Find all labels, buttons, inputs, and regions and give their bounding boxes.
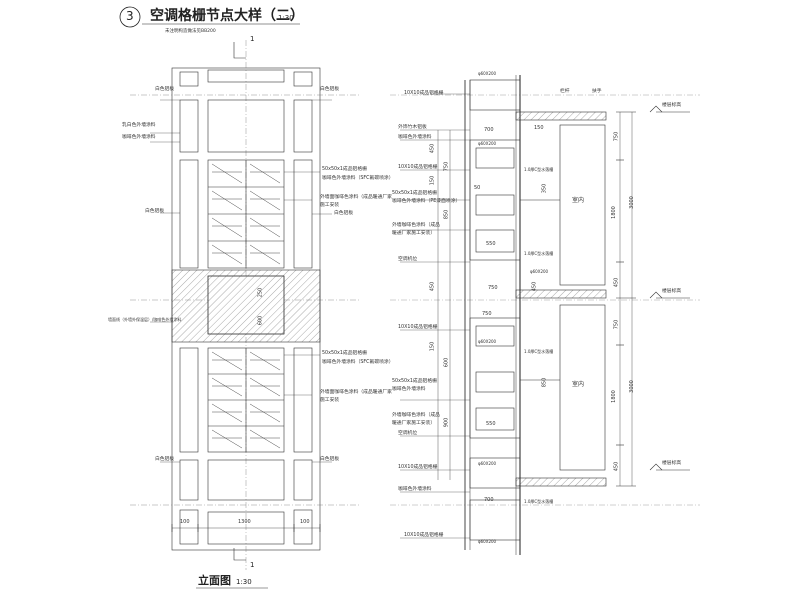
sec-dim-l450b: 450 — [429, 281, 436, 292]
sec-dim-l150b: 150 — [429, 341, 436, 352]
elev-label-right-top: 白色铝板 — [320, 87, 340, 92]
sec-dim-w550a: 550 — [486, 241, 496, 247]
elev-label-right-mid-b: 咖啡色外墙涂料（SFC氟碳喷涂） — [322, 176, 394, 181]
sec-dim-l850: 850 — [443, 209, 450, 220]
sec-label-low2: 咖啡色外墙涂料 — [392, 387, 426, 392]
sec-dim-w700b: 700 — [484, 497, 494, 503]
sec-label-drain3: 1.0厚C型水落槽 — [524, 349, 554, 354]
page-title: 空调格栅节点大样（二） — [150, 8, 304, 24]
sec-dim-w50: 50 — [474, 185, 481, 191]
elev-label-left-mid2: 咖啡色外墙涂料 — [122, 135, 156, 140]
sec-dim-l150a: 150 — [429, 175, 436, 186]
elev-label-right-mid-d2: 施工安装 — [320, 398, 340, 403]
elev-label-right-mid-b2: 咖啡色外墙涂料（SFC氟碳喷涂） — [322, 360, 394, 365]
sec-dim-h1800b: 1800 — [610, 390, 617, 403]
sec-label-pipe6: φ60X200 — [478, 539, 497, 544]
sec-label-mid2: 50x50x1成品铝格栅 — [392, 191, 437, 196]
elev-label-right-mid-c2: 外墙面咖啡色涂料（成品暖通厂家 — [320, 390, 392, 395]
sec-label-drain1: 1.0厚C型水落槽 — [524, 167, 554, 172]
sec-label-bottom1: 10X10成品铝格栅 — [404, 533, 444, 538]
sec-label-floor3: 楼层标高 — [662, 461, 682, 466]
sec-label-room2: 室内 — [572, 381, 585, 388]
sec-label-mid1: 10X10成品铝格栅 — [398, 165, 438, 170]
section-mark-bottom: 1 — [250, 561, 255, 569]
elev-label-left-band: 墙面线（外墙外保温层）/咖啡色外墙涂料 — [108, 317, 182, 322]
elev-dim-b: 600 — [257, 315, 264, 326]
sec-dim-h1800a: 1800 — [610, 206, 617, 219]
sec-dim-h750a: 750 — [613, 131, 620, 142]
elev-label-right-mid-d: 施工安装 — [320, 203, 340, 208]
sec-dim-r350: 350 — [541, 183, 548, 194]
sec-label-pipe2: φ60X200 — [478, 141, 497, 146]
sec-dim-h450b: 450 — [613, 461, 620, 472]
sec-dim-h3000a: 3000 — [628, 196, 635, 209]
elev-label-left-top: 白色铝板 — [155, 87, 175, 92]
title-number: 3 — [126, 9, 134, 23]
elev-dim-right: 100 — [300, 519, 310, 525]
sec-dim-w750a: 750 — [482, 311, 492, 317]
section-drawing — [390, 75, 700, 555]
sec-label-mid7: 10X10成品铝格栅 — [398, 325, 438, 330]
sec-label-low7: 咖啡色外墙涂料 — [398, 487, 432, 492]
sec-label-pipe3: φ60X200 — [530, 269, 549, 274]
sec-dim-l900: 900 — [443, 417, 450, 428]
sec-label-pipe1: φ60X200 — [478, 71, 497, 76]
sec-label-low4: 暖通厂家施工安装） — [392, 421, 436, 426]
sec-label-floor2: 楼层标高 — [662, 289, 682, 294]
elevation-drawing — [130, 40, 360, 589]
sec-label-low5: 空调机位 — [398, 431, 418, 436]
elev-dim-left: 100 — [180, 519, 190, 525]
elevation-label: 立面图 — [198, 574, 231, 587]
sec-dim-l600: 600 — [443, 357, 450, 368]
elev-label-right-mid-a2: 50x50x1成品铝格栅 — [322, 351, 367, 356]
sec-dim-r850: 850 — [541, 377, 548, 388]
title-subnote: 未注明构造做法见BB200 — [165, 29, 216, 34]
title-circle — [119, 6, 141, 28]
sec-dim-h3000b: 3000 — [628, 380, 635, 393]
sec-label-handrail: 扶手 — [592, 89, 602, 94]
sec-label-mid3: 咖啡色外墙涂料（PE漆面喷涂） — [392, 199, 461, 204]
elev-dim-a: 250 — [257, 287, 264, 298]
sec-dim-r450: 450 — [531, 281, 538, 292]
sec-label-mid4: 外墙咖啡色涂料（成品 — [392, 223, 440, 228]
sec-label-drain4: 1.0厚C型水落槽 — [524, 499, 554, 504]
sec-dim-l750: 750 — [443, 161, 450, 172]
sec-label-low6: 10X10成品铝格栅 — [398, 465, 438, 470]
elev-label-left-mid1: 乳白色外墙涂料 — [122, 123, 156, 128]
elev-label-left-bottom: 白色铝板 — [155, 457, 175, 462]
sec-label-mid6: 空调机位 — [398, 257, 418, 262]
sec-dim-r150: 150 — [534, 125, 544, 131]
elev-label-right-white: 白色铝板 — [334, 211, 354, 216]
sec-label-top3: 咖啡色外墙涂料 — [398, 135, 432, 140]
sec-label-railing: 栏杆 — [560, 89, 570, 94]
sec-dim-w550b: 550 — [486, 421, 496, 427]
section-mark-top: 1 — [250, 35, 255, 43]
sec-label-low1: 50x50x1成品铝格栅 — [392, 379, 437, 384]
sec-label-pipe5: φ60X200 — [478, 461, 497, 466]
sec-dim-w700a: 700 — [484, 127, 494, 133]
elev-dim-mid: 1300 — [238, 519, 251, 525]
sec-label-top2: 外饰竹木铝板 — [398, 125, 427, 130]
sec-label-low3: 外墙咖啡色涂料（成品 — [392, 413, 440, 418]
sec-dim-h450a: 450 — [613, 277, 620, 288]
title-scale: 1:30 — [278, 14, 294, 22]
elev-label-right-mid-a: 50x50x1成品铝格栅 — [322, 167, 367, 172]
elevation-scale: 1:30 — [236, 578, 252, 586]
elev-label-right-mid-c: 外墙面咖啡色涂料（成品暖通厂家 — [320, 195, 392, 200]
sec-label-room1: 室内 — [572, 197, 585, 204]
elev-label-left-mid3: 白色铝板 — [145, 209, 165, 214]
sec-dim-w750b: 750 — [488, 285, 498, 291]
sec-label-floor1: 楼层标高 — [662, 103, 682, 108]
sec-label-drain2: 1.0厚C型水落槽 — [524, 251, 554, 256]
sec-label-mid5: 暖通厂家施工安装） — [392, 231, 436, 236]
sec-dim-h750b: 750 — [613, 319, 620, 330]
elev-label-right-bottom: 白色铝板 — [320, 457, 340, 462]
sec-dim-l450a: 450 — [429, 143, 436, 154]
sec-label-top1: 10X10成品铝格栅 — [404, 91, 444, 96]
sec-label-pipe4: φ60X200 — [478, 339, 497, 344]
